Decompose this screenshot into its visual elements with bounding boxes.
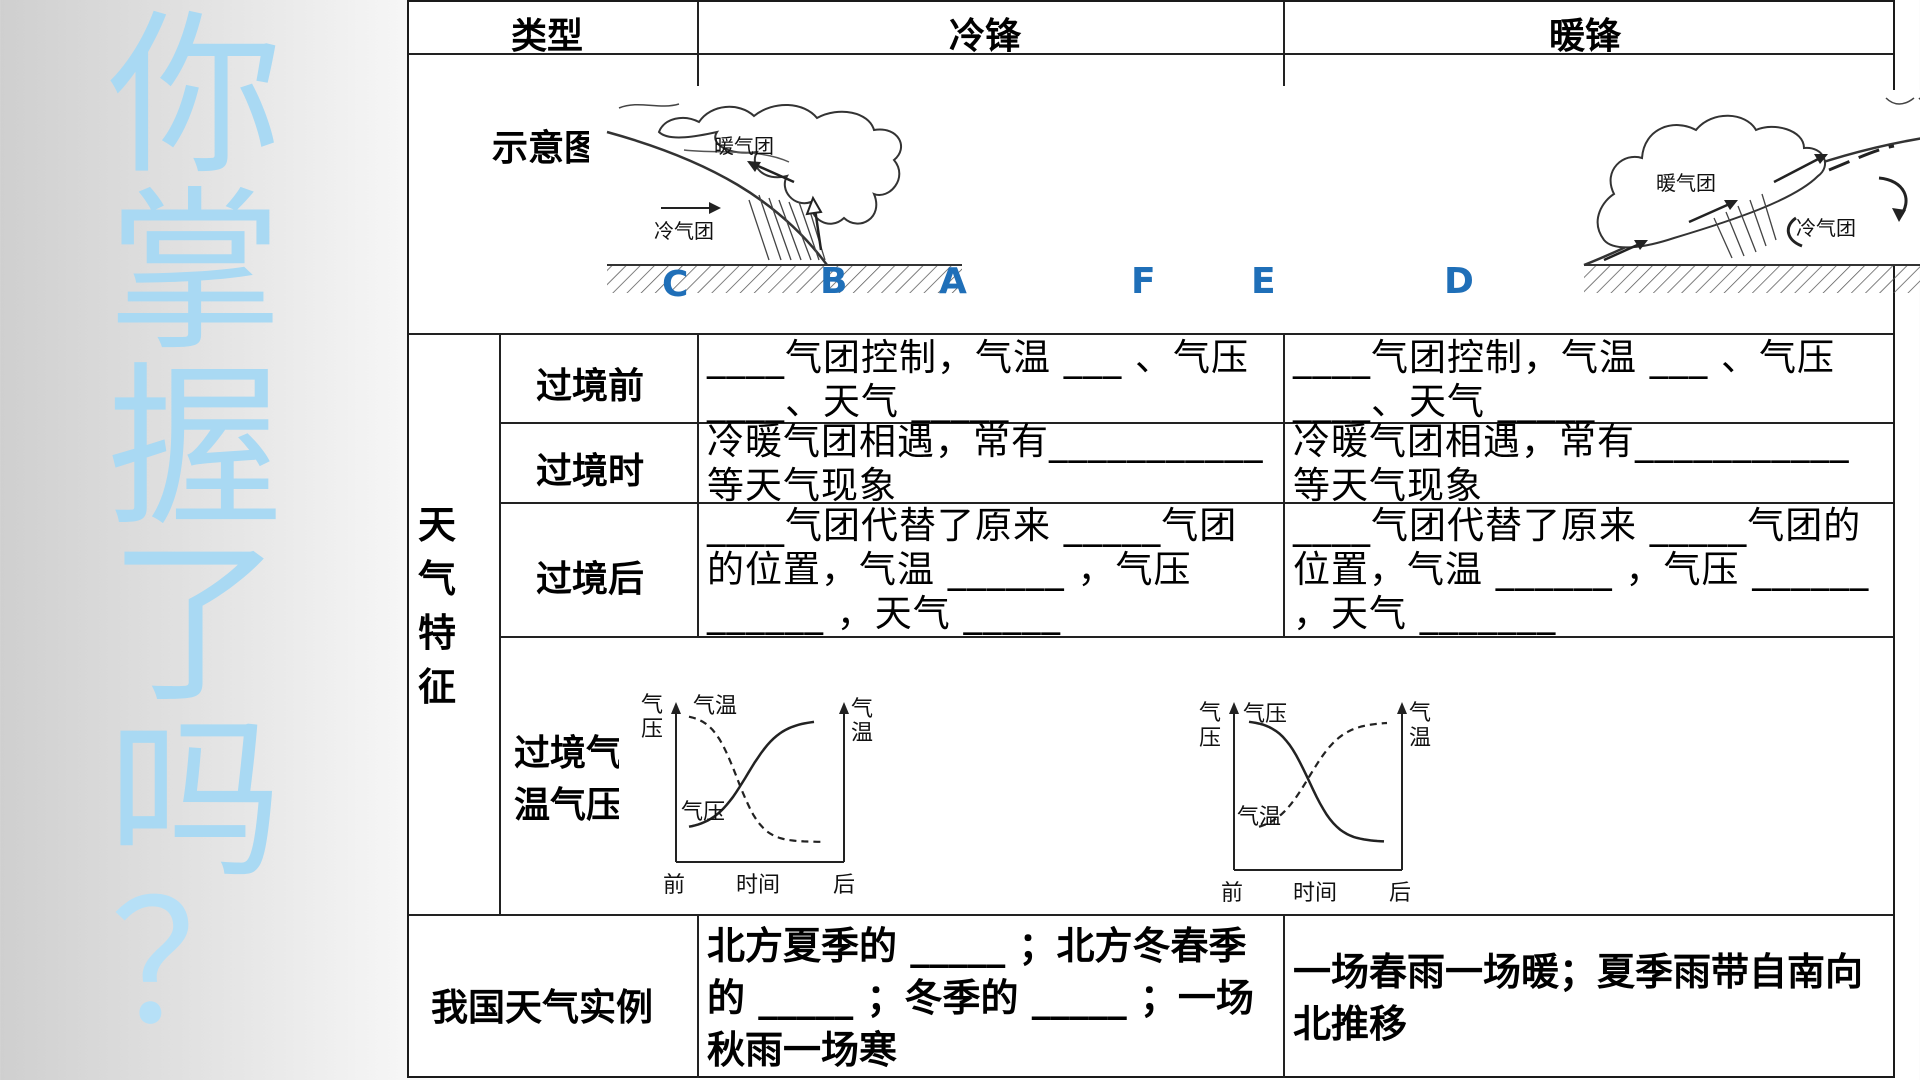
divider [409, 53, 1893, 55]
group-char: 征 [417, 665, 456, 709]
comparison-table: 类型 冷锋 暖锋 示意图 暖气团 冷气团 C B A [407, 0, 1920, 1078]
side-title-char: 你 [107, 0, 283, 199]
diagram-row-label: 示意图 [492, 128, 591, 169]
cold-chart-curve-low-label: 气压 [681, 800, 725, 825]
warm-chart-x-label: 时间 [1293, 881, 1337, 906]
warm-chart-left-axis-1: 气 [1199, 701, 1221, 726]
divider [1283, 914, 1285, 1078]
warm-front-diagram: 暖气团 冷气团 [1474, 90, 1920, 293]
cold-chart-x-end: 后 [833, 873, 855, 898]
header-type: 类型 [511, 16, 584, 57]
side-title-char: 了 [107, 524, 283, 727]
divider [499, 333, 501, 914]
side-title-char: 掌 [107, 172, 283, 375]
examples-cold: 北方夏季的 _____ ；北方冬春季的 _____ ；冬季的 _____ ；一场… [707, 924, 1254, 1072]
examples-warm: 一场春雨一场暖；夏季雨带自南向北推移 [1293, 950, 1864, 1046]
header-cold-front: 冷锋 [949, 16, 1022, 57]
divider [409, 914, 1893, 916]
label-a: A [939, 261, 967, 302]
warm-front-warm-mass: 暖气团 [1656, 171, 1716, 195]
group-char: 特 [417, 611, 456, 655]
warm-chart-curve-top-label: 气压 [1243, 702, 1287, 727]
divider [1283, 2, 1285, 86]
cold-chart-left-axis-2: 压 [641, 717, 663, 742]
divider [499, 502, 1893, 504]
side-title-char: ？ [109, 866, 280, 1064]
cold-chart-right-axis-2: 温 [851, 721, 873, 746]
warm-chart-x-end: 后 [1389, 881, 1411, 906]
cell-cold-before: ____气团控制，气温 ___ 、气压 ____、天气 _____ [707, 336, 1250, 423]
divider [499, 636, 1893, 638]
divider [697, 2, 699, 86]
row-label-after: 过境后 [536, 559, 645, 600]
cold-chart-right-axis-1: 气 [851, 697, 873, 722]
cell-cold-during: 冷暖气团相遇，常有___________ 等天气现象 [707, 420, 1264, 507]
divider [409, 333, 1893, 335]
warm-chart-right-axis-2: 温 [1409, 726, 1431, 751]
side-title-char: 握 [107, 348, 283, 551]
divider [697, 333, 699, 636]
cold-chart-curve-top-label: 气温 [693, 694, 737, 719]
group-char: 气 [417, 557, 456, 601]
warm-chart-x-start: 前 [1221, 881, 1243, 906]
cold-chart-x-label: 时间 [736, 873, 780, 898]
cold-chart-x-start: 前 [663, 873, 685, 898]
header-warm-front: 暖锋 [1549, 16, 1622, 57]
cold-front-diagram: 暖气团 冷气团 [589, 90, 989, 293]
divider [499, 422, 1893, 424]
cold-front-chart: 气 压 气 温 气温 气压 前 时间 后 [619, 692, 879, 907]
warm-front-cold-mass: 冷气团 [1796, 216, 1856, 240]
divider [697, 914, 699, 1078]
weather-features-label: 天 气 特 征 [415, 498, 459, 714]
divider [1283, 333, 1285, 636]
cell-warm-after: ____气团代替了原来 _____气团的位置，气温 ______ ，气压 ___… [1293, 504, 1870, 635]
label-f: F [1131, 261, 1156, 302]
examples-row-label: 我国天气实例 [431, 986, 653, 1029]
cell-warm-before: ____气团控制，气温 ___ 、气压 ____、天气 _____ [1293, 336, 1836, 423]
warm-chart-curve-low-label: 气温 [1237, 805, 1281, 830]
warm-chart-left-axis-2: 压 [1199, 726, 1221, 751]
label-b: B [820, 261, 848, 302]
warm-front-chart: 气 压 气 温 气压 气温 前 时间 后 [1199, 692, 1459, 907]
cell-warm-during: 冷暖气团相遇，常有___________ 等天气现象 [1293, 420, 1850, 507]
label-e: E [1251, 261, 1276, 302]
cold-front-cold-mass: 冷气团 [654, 219, 714, 243]
label-c: C [662, 264, 689, 305]
row-label-before: 过境前 [536, 366, 645, 407]
cold-front-warm-mass: 暖气团 [714, 134, 774, 158]
group-char: 天 [417, 503, 456, 547]
row-label-charts: 过境气温气压变化 [514, 733, 623, 826]
cold-chart-left-axis-1: 气 [641, 693, 663, 718]
row-label-during: 过境时 [536, 451, 645, 492]
warm-chart-right-axis-1: 气 [1409, 701, 1431, 726]
side-title-char: 吗 [107, 700, 283, 903]
label-d: D [1444, 261, 1474, 302]
cell-cold-after: ____气团代替了原来 _____气团的位置，气温 ______ ，气压 ___… [707, 504, 1238, 635]
side-title: 你 掌 握 了 吗 ？ [30, 0, 360, 1064]
